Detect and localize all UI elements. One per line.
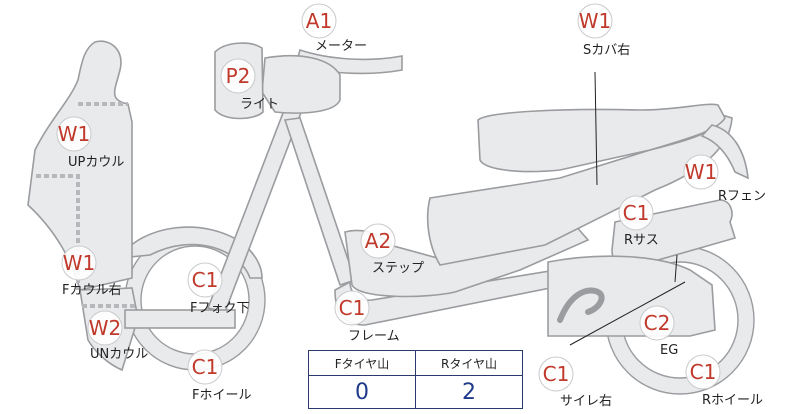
rating-code: C1 — [192, 268, 219, 292]
headlight-drawing — [261, 55, 341, 114]
rear-body-drawing — [426, 113, 733, 266]
engine-drawing — [547, 255, 716, 337]
part-label: ステップ — [372, 261, 424, 276]
rear-fender-drawing — [700, 124, 749, 180]
front-tire-tread-value: 0 — [308, 375, 416, 409]
part-label: Sカバ右 — [583, 43, 630, 58]
part-label: Rサス — [624, 233, 659, 248]
part-label: ライト — [240, 97, 279, 112]
part-label: Rホイール — [702, 393, 763, 408]
part-marker-frame: C1 フレーム — [334, 290, 400, 344]
part-label: Fホイール — [192, 388, 251, 403]
rating-badge — [683, 154, 719, 190]
rating-code: W1 — [685, 160, 718, 184]
front-fender-drawing — [118, 226, 263, 279]
part-label: UNカウル — [90, 347, 148, 362]
rating-badge — [639, 305, 675, 341]
front-tire-tread-header: Fタイヤ山 — [308, 350, 416, 376]
rating-badge — [538, 356, 574, 392]
part-label: サイレ右 — [560, 394, 612, 409]
part-label: Rフェン — [718, 189, 766, 204]
leader-s-cover — [594, 71, 598, 186]
rating-badge — [220, 58, 256, 94]
part-label: フレーム — [348, 329, 400, 344]
tire-tread-table: Fタイヤ山 Rタイヤ山 0 2 — [308, 350, 523, 409]
part-marker-step: A2 ステップ — [360, 223, 424, 276]
rating-badge — [56, 116, 92, 152]
rating-badge — [334, 290, 370, 326]
rating-code: W1 — [579, 9, 612, 33]
rating-code: W1 — [58, 122, 91, 146]
rating-badge — [301, 3, 337, 39]
rating-code: C2 — [644, 311, 671, 335]
part-label: UPカウル — [68, 155, 124, 170]
rating-code: C1 — [690, 360, 717, 384]
rating-code: W1 — [63, 251, 96, 275]
leader-r-suspension — [674, 254, 678, 283]
rating-badge — [618, 195, 654, 231]
rating-badge — [61, 245, 97, 281]
seat-drawing — [477, 103, 726, 173]
front-fork-lower-drawing — [124, 309, 236, 329]
rating-code: W2 — [89, 316, 122, 340]
rating-code: P2 — [226, 64, 251, 88]
rating-badge — [577, 3, 613, 39]
rating-badge — [187, 349, 223, 385]
rating-code: C1 — [339, 296, 366, 320]
rating-badge — [360, 223, 396, 259]
part-label: Fカウル右 — [62, 283, 121, 298]
part-label: メーター — [315, 39, 367, 54]
part-label: Fフォク下 — [190, 301, 249, 316]
part-marker-muffler-right: C1 サイレ右 — [538, 356, 612, 409]
rating-code: A1 — [306, 9, 332, 33]
rating-badge — [685, 354, 721, 390]
rating-badge — [87, 310, 123, 346]
rating-code: C1 — [623, 201, 650, 225]
rating-badge — [187, 262, 223, 298]
part-label: EG — [660, 343, 678, 358]
rating-code: A2 — [365, 229, 391, 253]
rating-code: C1 — [543, 362, 570, 386]
part-marker-light: P2 ライト — [220, 58, 279, 112]
rear-tire-tread-value: 2 — [415, 375, 523, 409]
part-marker-meter: A1 メーター — [301, 3, 367, 54]
rating-code: C1 — [192, 355, 219, 379]
rear-tire-tread-header: Rタイヤ山 — [415, 350, 523, 376]
leader-muffler — [569, 281, 686, 346]
